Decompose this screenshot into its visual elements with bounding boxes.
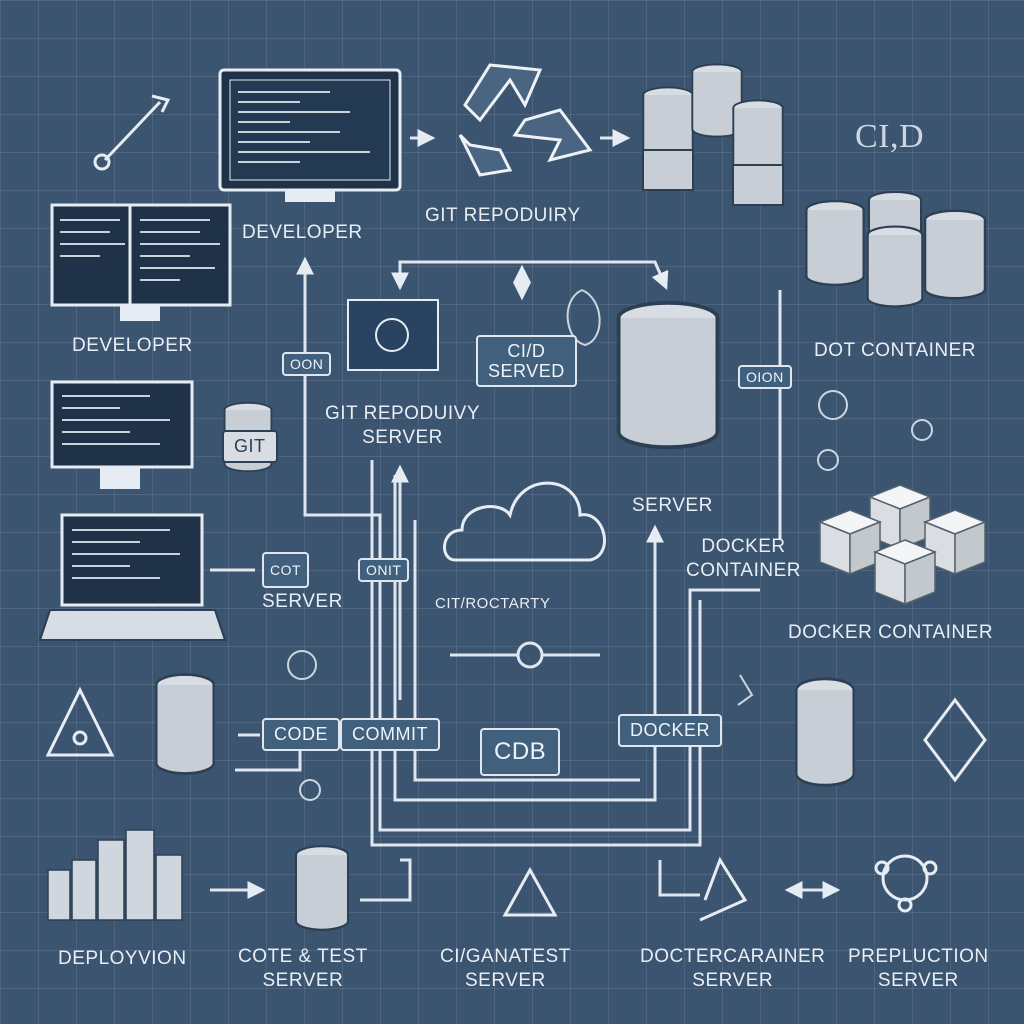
cdb-tag: CDB: [480, 728, 561, 776]
ci-test-server-label: CI/GANATEST SERVER: [440, 945, 571, 993]
onit-tag: ONIT: [358, 558, 410, 582]
code-test-server-label: COTE & TEST SERVER: [238, 945, 368, 993]
cloud-icon: [443, 481, 606, 562]
recycle-icon: [458, 63, 593, 177]
docker-container-server-line1: DOCTERCARAINER: [640, 946, 826, 967]
production-server-line1: PREPLUCTION: [848, 946, 989, 967]
database-icon: [294, 845, 350, 931]
cot-server-label: COT SERVER: [262, 552, 343, 616]
cicd-served-line1: CI/D: [507, 341, 546, 361]
ci-roctarty-label: CIT/ROCTARTY: [435, 595, 551, 612]
code-test-server-line1: COTE & TEST: [238, 946, 368, 967]
git-repository-server-line1: GIT REPODUIVY: [325, 403, 481, 424]
wrench-icon: [93, 94, 171, 171]
docker-container-label-right: DOCKER CONTAINER: [788, 622, 994, 643]
ci-test-server-line1: CI/GANATEST: [440, 946, 571, 967]
decoration-icons: [287, 289, 933, 801]
docker-container-mid-line2: CONTAINER: [686, 560, 801, 581]
docker-container-server-label: DOCTERCARAINER SERVER: [640, 945, 825, 993]
server-label-mid: SERVER: [632, 495, 713, 516]
developer-label-left: DEVELOPER: [72, 335, 193, 356]
production-server-line2: SERVER: [877, 970, 959, 991]
database-icon: [155, 673, 215, 775]
docker-container-label-mid: DOCKER CONTAINER: [686, 535, 801, 583]
ci-test-server-line2: SERVER: [464, 970, 546, 991]
code-tag: CODE: [262, 718, 341, 751]
monitor-icon: [218, 68, 402, 202]
database-icon: [616, 300, 720, 450]
warning-icon: [45, 686, 987, 783]
cicd-served-line2: SERVED: [488, 361, 565, 381]
monitor-icon: [50, 203, 232, 321]
deployment-label: DEPLOYVION: [58, 948, 187, 969]
git-repository-server-line2: SERVER: [362, 427, 443, 448]
cicd-served-tag: CI/D SERVED: [476, 335, 577, 387]
flow-lines: [210, 129, 841, 902]
database-icon: [805, 191, 987, 308]
server-rack-icon: [47, 829, 183, 921]
docker-container-mid-line1: DOCKER: [701, 536, 786, 557]
dot-container-label: DOT CONTAINER: [814, 340, 977, 361]
oion-tag-right: OION: [738, 365, 792, 389]
developer-label-top: DEVELOPER: [242, 222, 363, 243]
production-server-label: PREPLUCTION SERVER: [848, 945, 989, 993]
database-icon: [642, 63, 784, 206]
commit-tag: COMMIT: [340, 718, 440, 751]
git-repository-server-label: GIT REPODUIVY SERVER: [325, 402, 480, 450]
oon-tag-left: OON: [282, 352, 332, 376]
git-barrel-tag: GIT: [222, 430, 278, 463]
docker-container-server-line2: SERVER: [692, 970, 774, 991]
code-test-server-line2: SERVER: [262, 970, 344, 991]
cot-server-line2: SERVER: [262, 591, 343, 612]
sketch-icon: [502, 854, 938, 922]
cicd-label-top: CI,D: [855, 118, 925, 155]
laptop-icon: [38, 513, 227, 641]
container-icon: [819, 484, 986, 605]
monitor-icon: [347, 299, 439, 371]
monitor-icon: [50, 380, 194, 489]
docker-tag: DOCKER: [618, 714, 723, 747]
git-repository-label-top: GIT REPODUIRY: [425, 205, 581, 226]
cot-tag: COT: [262, 552, 310, 588]
database-icon: [795, 677, 855, 787]
